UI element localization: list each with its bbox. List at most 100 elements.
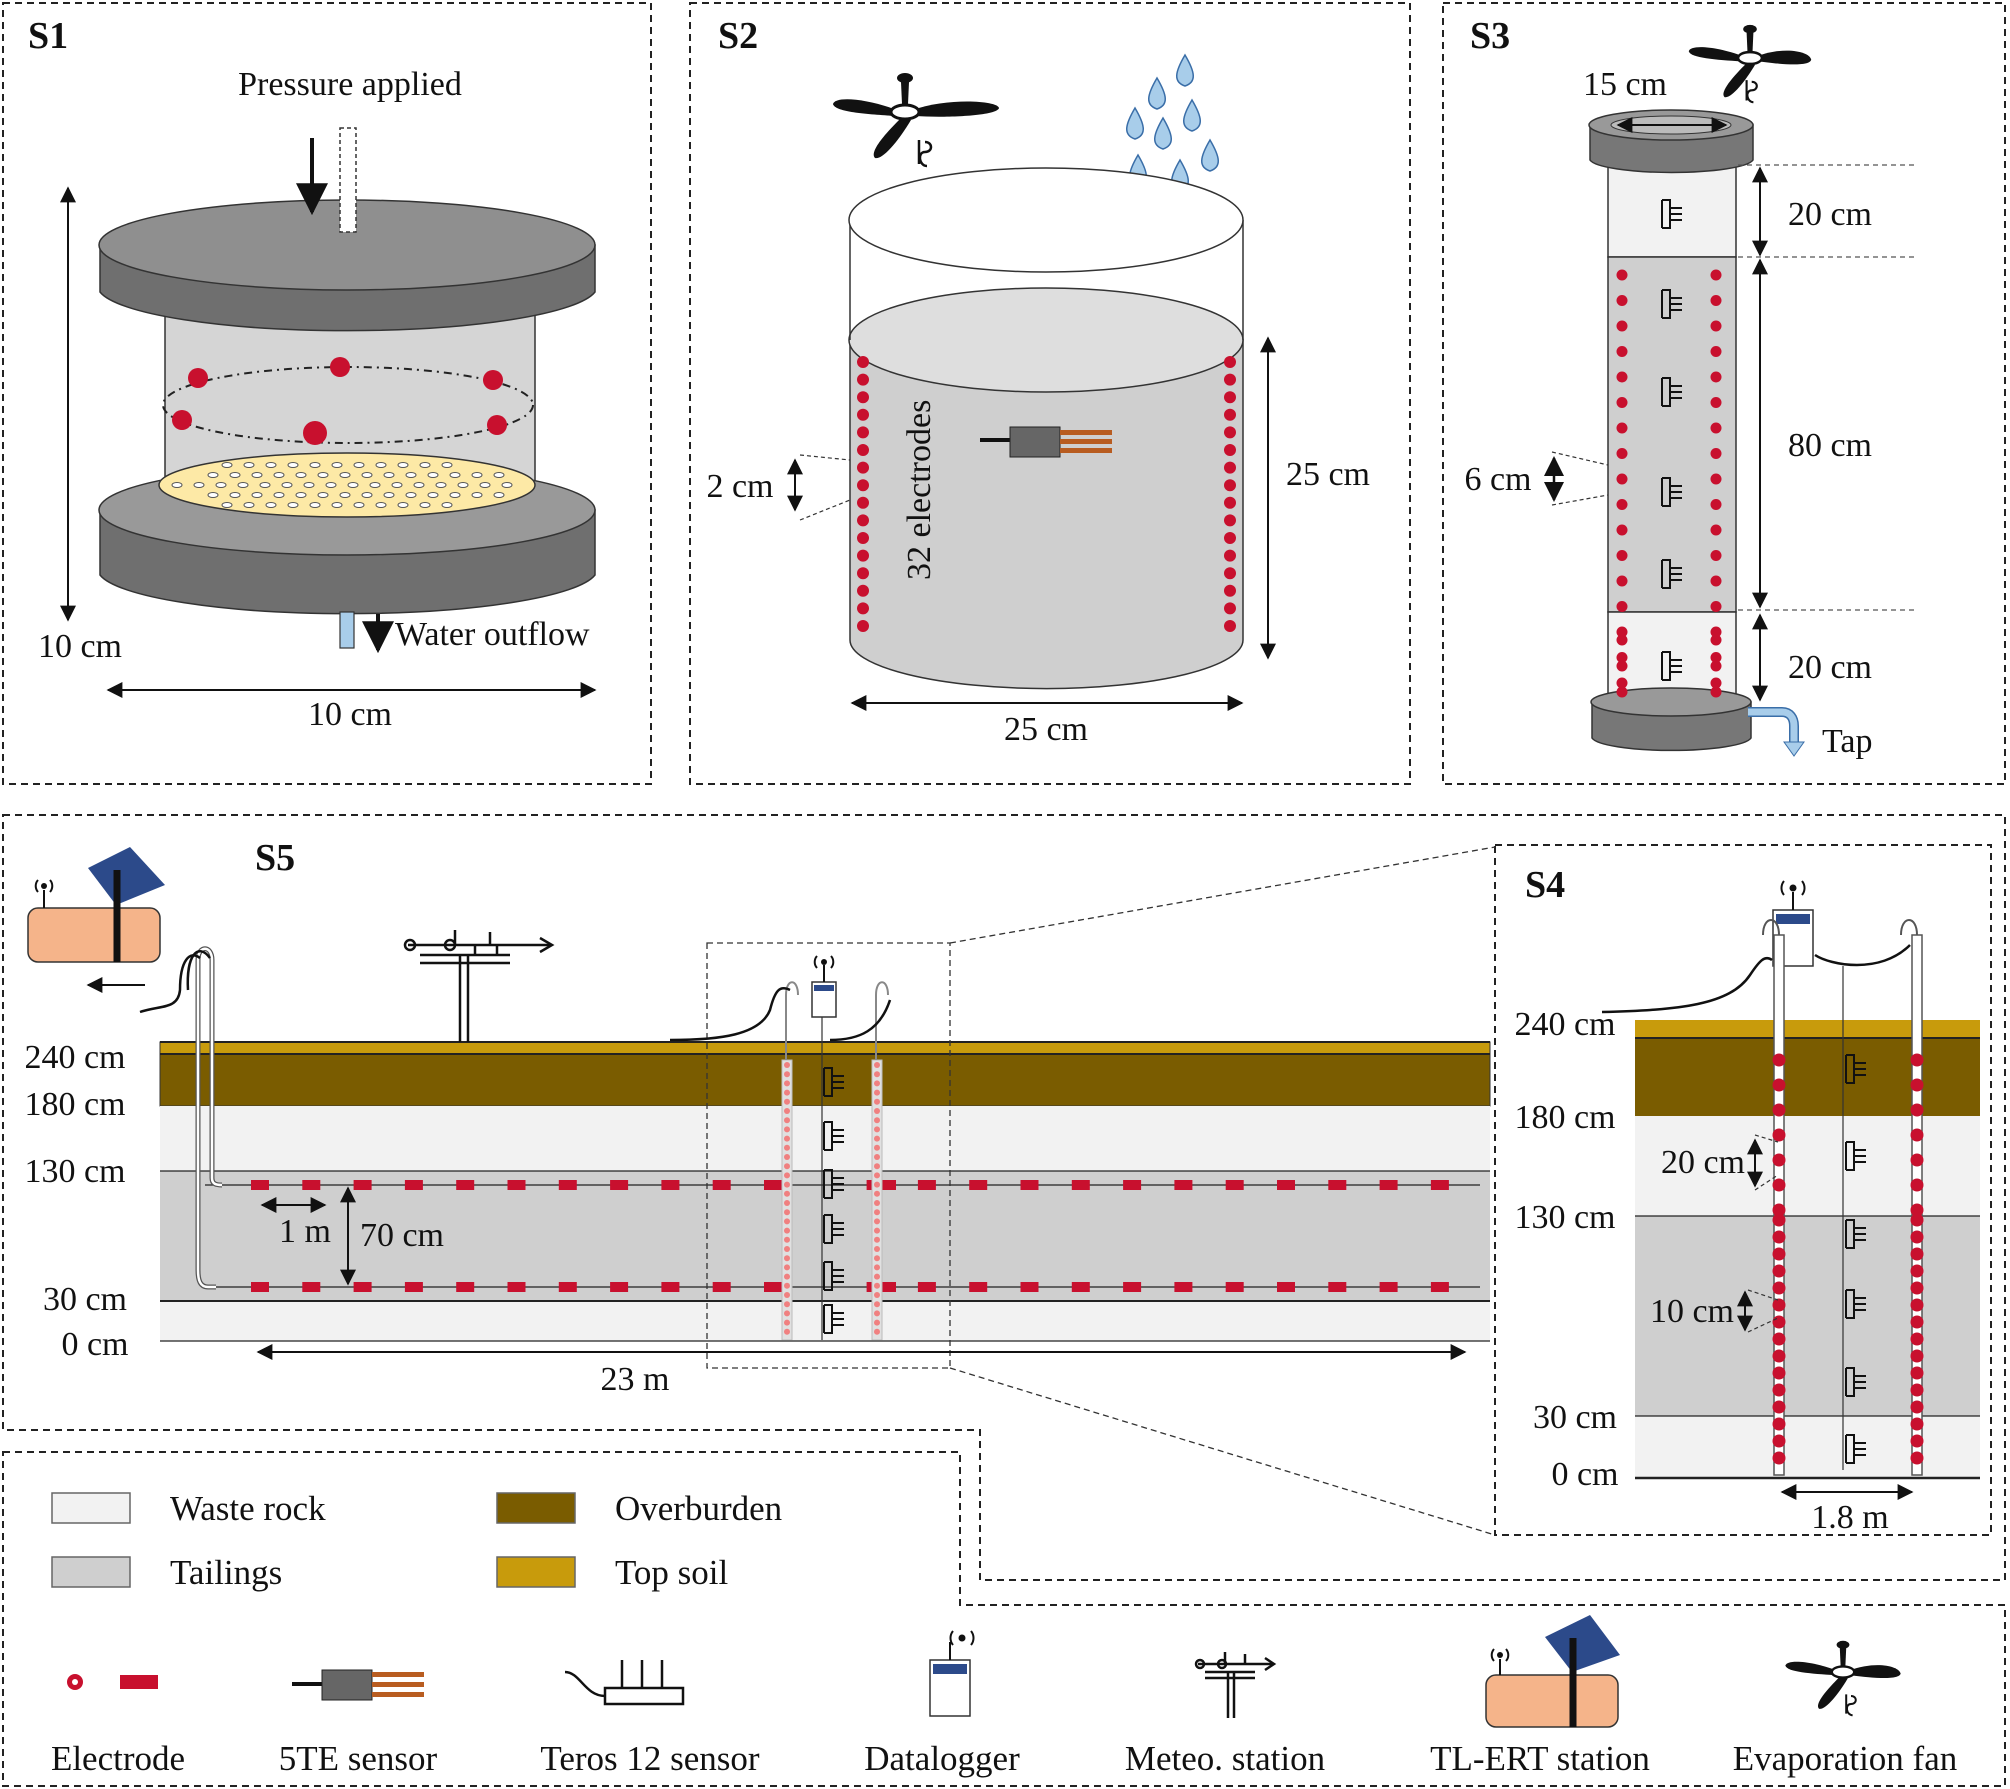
s4-electrode: [1910, 1213, 1924, 1227]
s4-electrode: [1772, 1053, 1786, 1067]
s4-lower-spacing-label: 10 cm: [1650, 1293, 1734, 1330]
s3-teros12-sensor: [1661, 377, 1682, 407]
porous-hole: [221, 502, 233, 508]
s5-electrode: [1277, 1180, 1295, 1190]
s4-electrode: [1772, 1213, 1786, 1227]
s4-electrode: [1772, 1332, 1786, 1346]
s5-vertical-electrode: [784, 1319, 790, 1326]
s5-vertical-electrode: [874, 1319, 880, 1326]
s2-electrode: [857, 549, 869, 562]
s5-vertical-electrode: [784, 1172, 790, 1179]
s4-electrodes: [1772, 1053, 1924, 1465]
s3-electrode: [1616, 550, 1628, 561]
s5-electrode: [1123, 1282, 1142, 1292]
s3-electrode: [1710, 524, 1722, 536]
s3-electrode: [1710, 575, 1722, 587]
s3-teros12-sensor: [1661, 559, 1682, 589]
s5-teros12-sensor: [823, 1169, 844, 1199]
s3-middle-section-label: 80 cm: [1788, 427, 1872, 464]
s5-electrode: [1328, 1282, 1347, 1292]
porous-hole: [391, 482, 403, 488]
porous-hole: [427, 472, 439, 478]
s5-vertical-electrode: [784, 1117, 790, 1124]
s5-depth-130: 130 cm: [24, 1153, 125, 1190]
outflow-label: Water outflow: [395, 616, 590, 653]
s4-overburden-layer: [1635, 1038, 1980, 1116]
s5-electrode: [1123, 1180, 1142, 1190]
porous-hole: [413, 482, 425, 488]
frame-s2: [689, 2, 1411, 785]
s5-vertical-electrode: [784, 1218, 790, 1225]
porous-hole: [441, 502, 453, 508]
porous-hole: [353, 462, 365, 468]
s5-vertical-electrode: [874, 1135, 880, 1142]
s3-electrode: [1616, 371, 1628, 383]
s2-electrode: [857, 602, 869, 615]
porous-hole: [317, 472, 329, 478]
s5-electrode: [917, 1180, 936, 1190]
s4-electrode: [1910, 1264, 1924, 1278]
s4-electrode: [1772, 1298, 1786, 1312]
s5-electrode: [1071, 1180, 1090, 1190]
s3-electrode: [1710, 499, 1722, 510]
s5-spacing-label: 1 m: [279, 1213, 331, 1250]
s5-vertical-electrode: [784, 1246, 790, 1252]
s2-electrode: [1224, 408, 1236, 421]
s4-electrode: [1910, 1434, 1924, 1448]
s3-teros12-sensor: [1661, 651, 1682, 681]
porous-hole: [347, 482, 359, 488]
legend-tl-ert-station-label: TL-ERT station: [1430, 1739, 1650, 1778]
s5-electrode: [404, 1282, 423, 1292]
s3-electrode: [1616, 295, 1628, 306]
legend-datalogger-icon: [929, 1630, 975, 1717]
s2-tailings-fill: [849, 339, 1244, 690]
legend-5te-sensor-label: 5TE sensor: [279, 1739, 438, 1778]
porous-hole: [493, 492, 505, 498]
s1-electrodes: [172, 357, 507, 445]
s3-electrode: [1616, 473, 1628, 485]
s5-vertical-electrode: [874, 1328, 880, 1335]
legend-waste-rock-swatch: [51, 1492, 131, 1524]
s4-electrode: [1772, 1247, 1786, 1261]
s4-teros12-sensor: [1845, 1367, 1866, 1397]
s3-teros12-sensor: [1661, 199, 1682, 229]
panel-s5: S5: [24, 837, 1496, 1536]
s2-electrode: [857, 444, 869, 456]
s2-electrode: [857, 620, 869, 632]
s5-vertical-electrodes: [784, 1062, 880, 1335]
s5-electrode: [302, 1282, 321, 1292]
porous-hole: [339, 472, 351, 478]
s5-electrode: [769, 1180, 787, 1190]
s5-electrode: [251, 1282, 269, 1292]
s2-electrode: [857, 567, 869, 580]
s4-depth-130: 130 cm: [1514, 1199, 1615, 1236]
s5-meteo-station-icon: [403, 930, 555, 1042]
s4-electrode: [1772, 1349, 1786, 1363]
porous-hole: [265, 462, 277, 468]
porous-hole: [361, 492, 373, 498]
s5-vertical-electrode: [784, 1126, 790, 1133]
s5-electrode: [558, 1180, 577, 1190]
s2-electrode: [857, 408, 869, 421]
s5-teros12-sensors: [823, 1067, 844, 1334]
s5-electrode: [969, 1180, 988, 1190]
s3-spacing-label: 6 cm: [1464, 461, 1531, 498]
legend-electrode-label: Electrode: [51, 1739, 185, 1778]
s2-height-label: 25 cm: [1286, 456, 1370, 493]
s2-electrode: [1224, 479, 1236, 492]
porous-hole: [325, 482, 337, 488]
s4-electrode: [1910, 1153, 1924, 1167]
s5-electrode: [1071, 1282, 1090, 1292]
s5-vertical-electrode: [874, 1255, 880, 1262]
s5-electrode: [456, 1282, 475, 1292]
s3-electrode: [1710, 295, 1722, 306]
panel-title-s5: S5: [255, 837, 295, 879]
s5-vertical-electrode: [874, 1227, 880, 1234]
s5-vertical-electrode: [874, 1310, 880, 1317]
s1-porous-holes: [171, 462, 513, 508]
s5-vertical-electrode: [874, 1200, 880, 1206]
s2-electrode: [857, 584, 869, 597]
porous-hole: [171, 482, 183, 488]
s4-electrode: [1772, 1178, 1786, 1192]
s3-electrode: [1710, 634, 1722, 646]
